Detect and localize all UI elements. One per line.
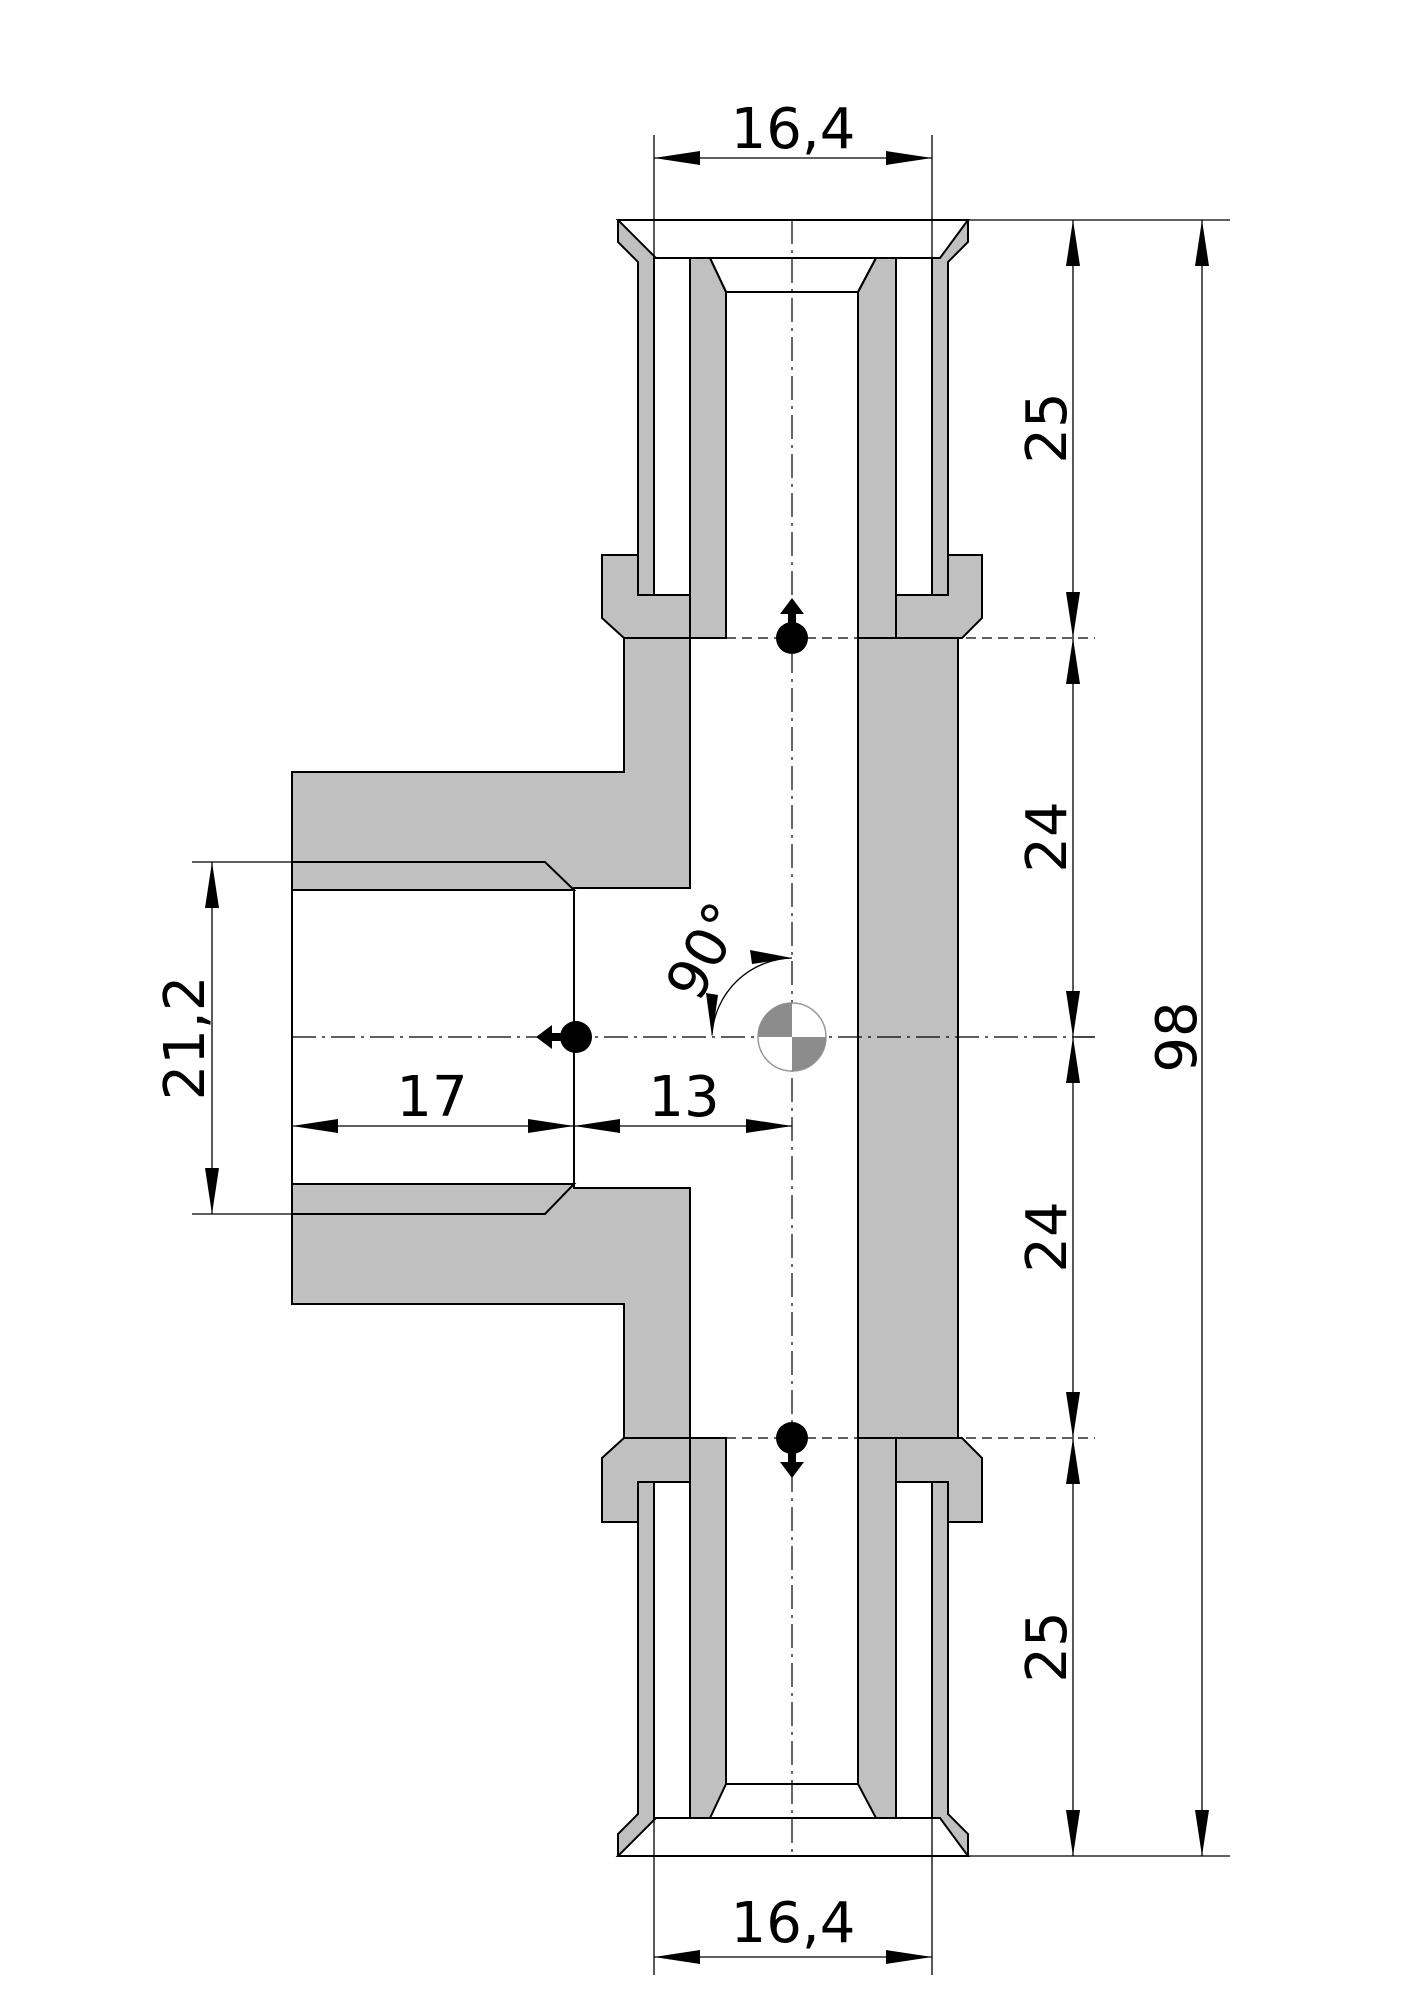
dim-angle-label: 90° [654, 892, 758, 1010]
bottom-rim [615, 1817, 970, 1857]
dim-upper-mid-label: 24 [1015, 801, 1080, 872]
dim-lower-mid-label: 24 [1015, 1201, 1080, 1272]
dim-overall-label: 98 [1145, 1001, 1210, 1072]
dim-branch-bore: 21,2 [153, 861, 292, 1215]
dim-top-width-label: 16,4 [731, 97, 856, 162]
flow-up-icon [776, 598, 808, 654]
dim-branch-bore-label: 21,2 [153, 976, 218, 1101]
bottom-right-inner-wall [857, 1437, 897, 1819]
branch-thread-lower [291, 1183, 577, 1215]
dim-branch-offset-label: 13 [648, 1065, 719, 1130]
dim-top-socket-label: 25 [1015, 392, 1080, 463]
dim-bottom-socket-label: 25 [1015, 1611, 1080, 1682]
top-right-gap [895, 257, 933, 596]
dim-top-width: 16,4 [653, 97, 933, 258]
center-marker-icon [757, 1002, 827, 1072]
dim-branch-offset: 13 [574, 1065, 792, 1133]
center-lines [292, 220, 1095, 1856]
right-main-wall [857, 637, 959, 1439]
top-left-inner-wall [689, 257, 727, 639]
dim-chain: 25 24 24 25 [968, 219, 1230, 1857]
flow-down-icon [776, 1422, 808, 1478]
bottom-right-sleeve [931, 1481, 969, 1857]
top-right-inner-wall [857, 257, 897, 639]
dim-bottom-width: 16,4 [653, 1818, 933, 1975]
top-left-gap [653, 257, 691, 596]
top-rim [615, 219, 970, 259]
flow-left-icon [536, 1021, 592, 1053]
dim-branch-depth-label: 17 [396, 1065, 467, 1130]
bottom-left-gap [653, 1481, 691, 1819]
bottom-left-inner-wall [689, 1437, 727, 1819]
dim-bottom-width-label: 16,4 [731, 1891, 856, 1956]
dim-branch-depth: 17 [292, 1065, 574, 1133]
top-left-sleeve [617, 219, 655, 596]
fitting-body [291, 219, 983, 1857]
bottom-right-gap [895, 1481, 933, 1819]
bottom-left-sleeve [617, 1481, 655, 1857]
top-right-sleeve [931, 219, 969, 596]
dim-overall: 98 [1145, 220, 1210, 1856]
branch-thread-upper [291, 861, 577, 891]
